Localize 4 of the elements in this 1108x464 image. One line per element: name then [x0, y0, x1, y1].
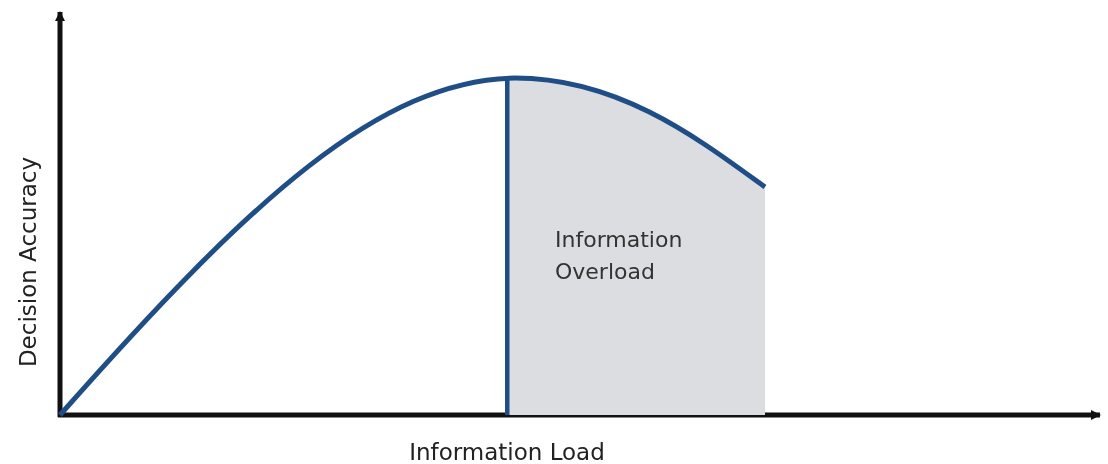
axis-label: Decision Accuracy — [15, 156, 41, 368]
shaded-region — [505, 78, 767, 415]
region-label: Information Overload — [555, 226, 684, 286]
axis-label: Information Load — [409, 439, 605, 464]
